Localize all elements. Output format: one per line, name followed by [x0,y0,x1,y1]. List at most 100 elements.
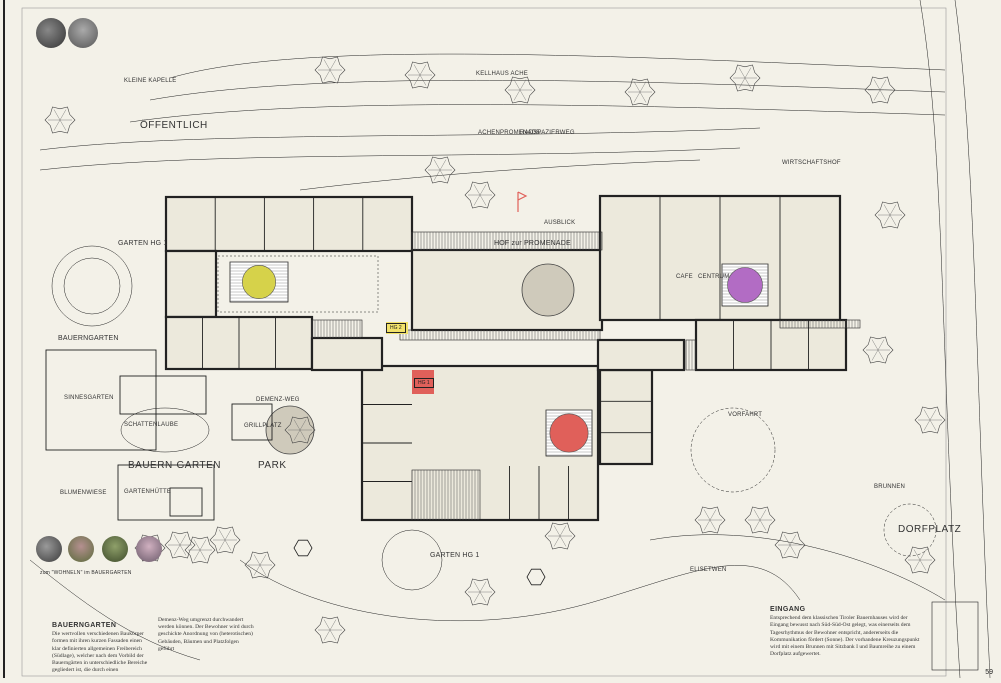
promenade-curve [39,127,761,151]
sketch-tree [914,406,946,434]
label-blumenwiese: BLUMENWIESE [60,490,107,496]
tree-branch [199,539,207,551]
tree-branch [559,535,567,547]
tag-hg1: HG 1 [414,378,434,388]
tree-branch [59,109,67,121]
walkway [685,339,697,371]
tree-branch [473,591,481,603]
label-bauern-garten: BAUERN-GARTEN [128,460,221,471]
building-block [598,368,654,466]
tree-branch [329,619,337,631]
tree-branch [413,74,421,86]
sketch-tree [314,616,346,644]
road-edge [954,0,991,679]
tree-branch [473,581,481,593]
label-sinnesgarten: SINNESGARTEN [64,395,114,401]
tree-branch [879,89,887,101]
tree-branch [479,581,487,593]
sketch-tree [134,534,166,562]
walkway [311,319,363,339]
tree-branch [519,79,527,91]
tree-branch [639,81,647,93]
garden-path [239,559,801,622]
tree-branch [439,169,447,181]
sketch-tree [184,536,216,564]
tree-branch [479,194,487,206]
court-tree [521,263,575,317]
garden-plot [231,403,273,441]
label-brunnen: BRUNNEN [874,484,906,490]
promenade-curve [299,159,701,191]
tree-yellow [242,265,276,299]
tree-branch [873,89,881,101]
label-kellhaus-ache: KELLHAUS ACHE [476,71,528,77]
text-eingang: EINGANG Entsprechend dem klassischen Tir… [770,606,920,658]
tree-purple [727,267,763,303]
sketch-tree [284,416,316,444]
photo-caption: zum "WOHNELN" im BAUERGARTEN [40,570,132,576]
tree-branch [433,169,441,181]
promenade-curve [39,147,741,171]
tree-branch [753,509,761,521]
road-edge [919,0,961,679]
pavilion [293,539,313,557]
tree-branch [929,409,937,421]
sketch-tree [624,78,656,106]
label-elisetwen: ELISETWEN [690,567,727,573]
tree-branch [179,544,187,556]
label-ausblick: AUSBLICK [544,220,576,226]
tree-branch [553,535,561,547]
text-bauerngarten-heading: BAUERNGARTEN [52,622,117,629]
dorfplatz-box [931,601,979,671]
tree-branch [199,549,207,561]
tree-branch [224,539,232,551]
round-garden [381,529,443,591]
tree-branch [703,509,711,521]
garden-oval [120,407,210,453]
tree-branch [193,539,201,551]
text-eingang-heading: EINGANG [770,606,806,613]
promenade-curve [169,53,946,79]
sketch-tree [729,64,761,92]
tree-branch [433,159,441,171]
sketch-tree [404,61,436,89]
tree-branch [744,67,752,79]
garden-photo-4 [136,536,162,562]
tree-branch [259,564,267,576]
round-lawn-inner [63,257,121,315]
label-radweg: RADSPAZIERWEG [520,130,575,136]
tree-branch [413,64,421,76]
sketch-tree [44,106,76,134]
drop-off-circle [690,407,776,493]
tree-branch [53,109,61,121]
sketch-tree [244,551,276,579]
tree-branch [473,194,481,206]
tree-branch [877,339,885,351]
tree-branch [879,79,887,91]
garden-plot [45,349,157,451]
tree-branch [519,89,527,101]
tree-branch [479,184,487,196]
building-block [164,249,218,319]
building-block [596,338,686,372]
thumbnail-photo-1 [36,18,66,48]
sketch-tree [694,506,726,534]
tree-branch [633,91,641,103]
tree-branch [173,544,181,556]
tree-branch [193,549,201,561]
tree-branch [889,214,897,226]
sketch-tree [864,76,896,104]
tree-branch [479,591,487,603]
tree-branch [783,534,791,546]
dorfplatz-circle [883,503,937,557]
label-bauerngarten-title: BAUERNGARTEN [58,335,119,342]
tree-branch [218,539,226,551]
sketch-tree [424,156,456,184]
tree-branch [553,525,561,537]
garden-plot [169,487,203,517]
garden-plot [117,464,215,521]
promenade-curve [129,104,946,123]
sketch-tree [904,546,936,574]
